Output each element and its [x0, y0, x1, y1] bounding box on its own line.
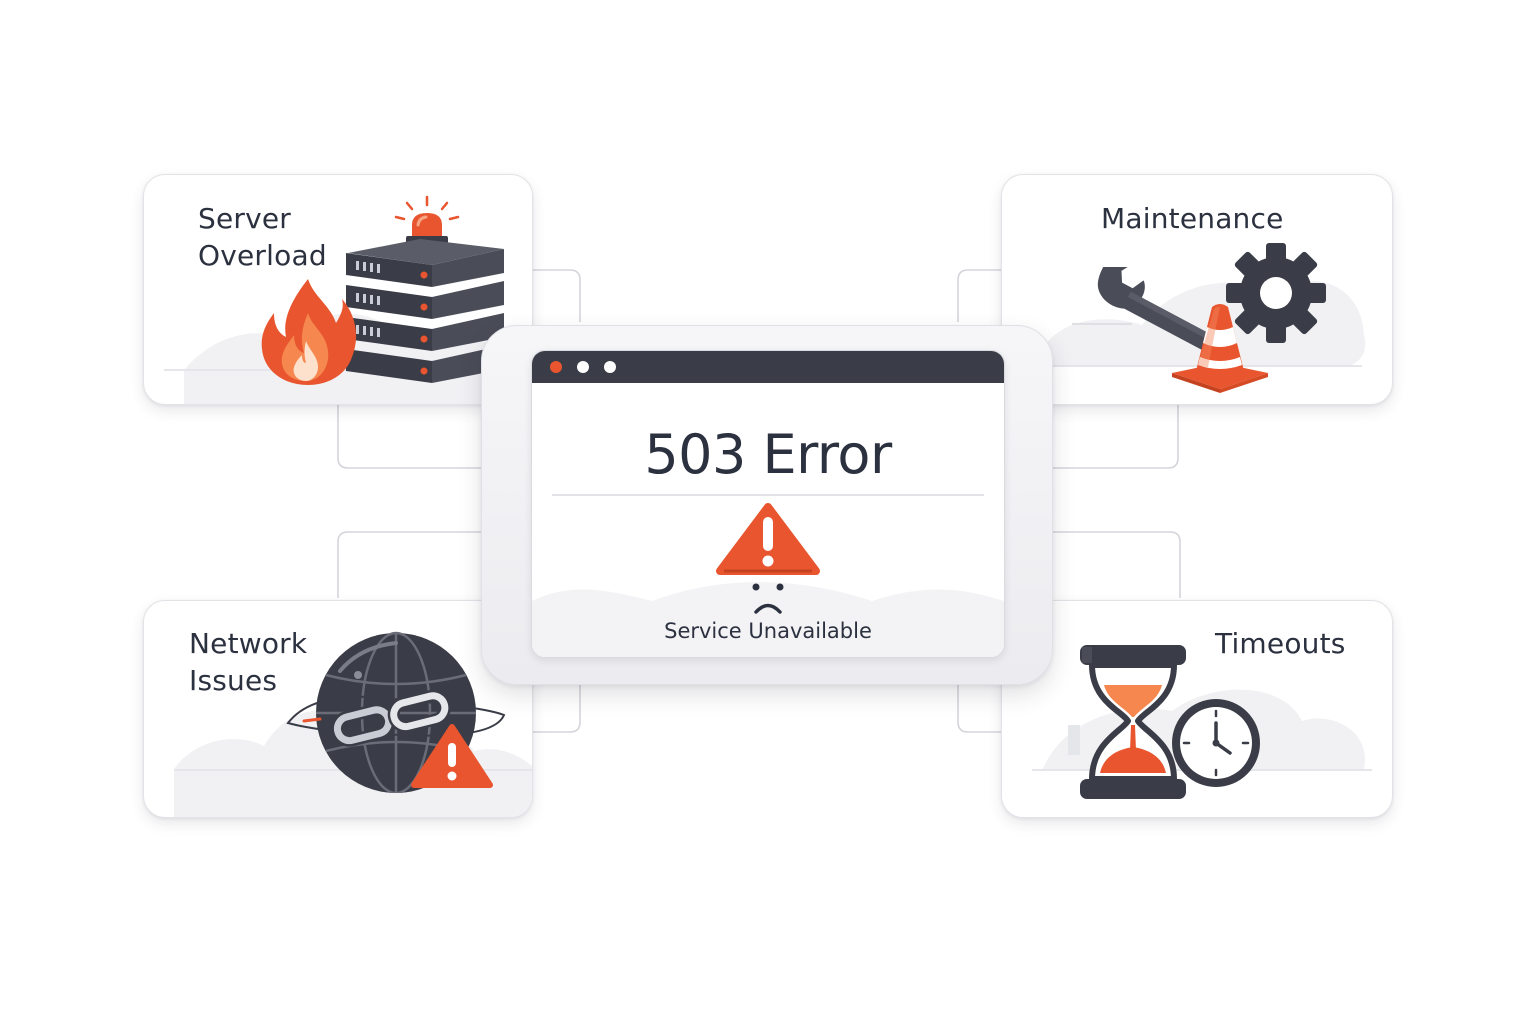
cause-card-timeouts: Timeouts	[1001, 600, 1393, 818]
cause-label: Timeouts	[1215, 627, 1346, 660]
warning-icon	[716, 503, 820, 614]
warning-icon	[411, 724, 493, 788]
clock-icon	[1172, 699, 1260, 787]
cause-label: Network Issues	[189, 627, 308, 697]
wrench-icon	[1097, 267, 1227, 357]
title-divider	[552, 494, 984, 496]
hourglass-icon	[1080, 645, 1186, 799]
cause-label: Server Overload	[198, 202, 327, 272]
cause-label: Maintenance	[1101, 202, 1284, 235]
chain-link-icon	[286, 689, 506, 747]
error-subtitle: Service Unavailable	[664, 619, 872, 643]
server-rack-icon	[346, 239, 504, 383]
browser-title-bar	[532, 351, 1004, 383]
error-title: 503 Error	[644, 423, 892, 486]
background-cloud	[532, 582, 1004, 657]
window-minimize-dot[interactable]	[577, 361, 589, 373]
cause-card-network-issues: Network Issues	[143, 600, 533, 818]
cause-card-maintenance: Maintenance	[1001, 174, 1393, 405]
fire-icon	[261, 279, 357, 385]
traffic-cone-icon	[1172, 304, 1268, 393]
window-close-dot[interactable]	[550, 361, 562, 373]
window-maximize-dot[interactable]	[604, 361, 616, 373]
gear-icon	[1226, 243, 1326, 343]
sad-face-eye	[752, 583, 760, 591]
error-browser-window: 503 Error Service Unavailable	[531, 350, 1005, 658]
error-browser-frame: 503 Error Service Unavailable	[481, 325, 1053, 685]
cause-card-server-overload: Server Overload	[143, 174, 533, 405]
